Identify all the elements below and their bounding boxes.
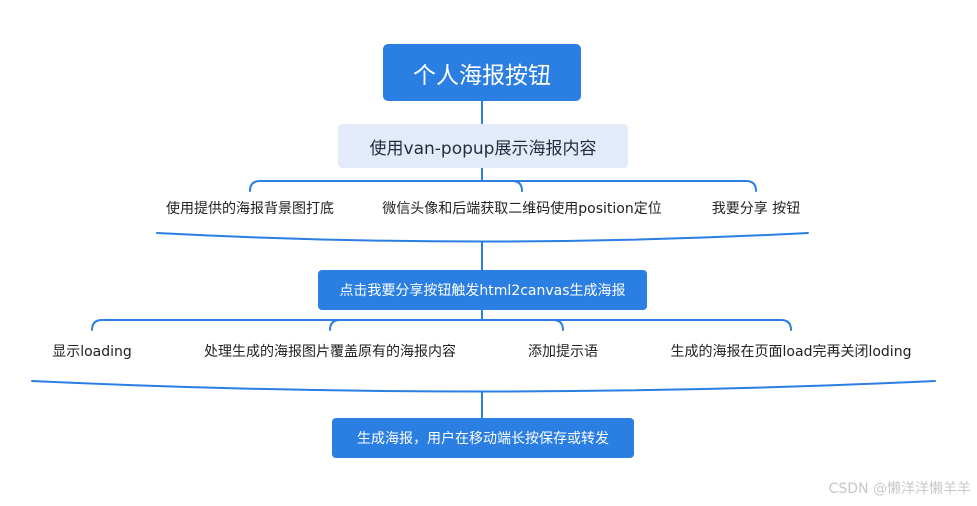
step1-child-1: 使用提供的海报背景图打底 (166, 201, 334, 217)
root-node: 个人海报按钮 (383, 44, 581, 101)
step1-child-2: 微信头像和后端获取二维码使用position定位 (382, 201, 662, 217)
root-node-label: 个人海报按钮 (413, 62, 551, 89)
step2-child-3: 添加提示语 (528, 344, 598, 360)
step2-node: 点击我要分享按钮触发html2canvas生成海报 (318, 270, 647, 310)
step2-child-1: 显示loading (52, 344, 132, 360)
step2-child-2: 处理生成的海报图片覆盖原有的海报内容 (204, 344, 456, 360)
step2-child-4: 生成的海报在页面load完再关闭loding (670, 344, 912, 360)
step3-node-label: 生成海报，用户在移动端长按保存或转发 (357, 431, 609, 447)
step1-node-label: 使用van-popup展示海报内容 (369, 138, 597, 159)
step1-child-3: 我要分享 按钮 (711, 201, 801, 217)
step2-node-label: 点击我要分享按钮触发html2canvas生成海报 (339, 283, 626, 299)
watermark: CSDN @懒洋洋懒羊羊 (828, 481, 971, 497)
step1-node: 使用van-popup展示海报内容 (338, 124, 628, 168)
step3-node: 生成海报，用户在移动端长按保存或转发 (332, 418, 634, 458)
